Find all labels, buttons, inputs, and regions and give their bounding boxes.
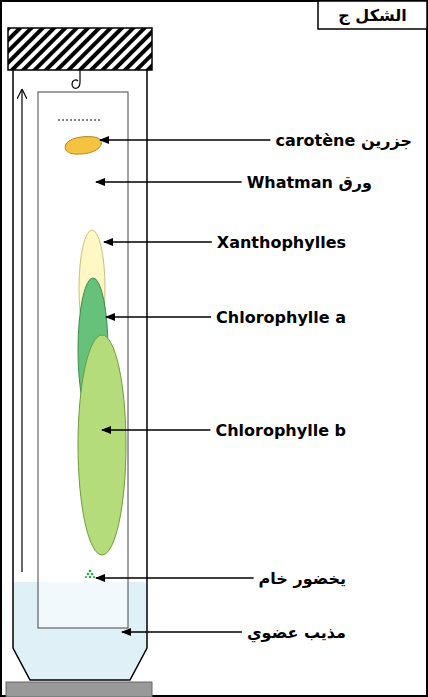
whatman-paper [38,92,128,628]
tube-stand [6,682,152,697]
pigment-label: جزرين carotène [275,131,412,150]
pigment-label: يخضور خام [259,569,346,588]
chlorophyll-b-band [78,335,126,555]
stopper [8,28,152,70]
pigment-label: مذيب عضوي [247,623,346,642]
leader-line [100,139,270,140]
leader-line [122,631,242,632]
crude-chlorophyll-spot [85,570,95,579]
leader-line [102,429,210,430]
pigment-label: Chlorophylle a [216,308,346,327]
pigment-label: Xanthophylles [217,233,346,252]
migration-arrow [21,90,22,572]
pigment-label: Chlorophylle b [215,421,346,440]
pigment-label: ورق Whatman [247,173,372,192]
title-box [318,1,427,29]
carotene-spot [65,137,101,155]
hook [72,70,80,88]
leader-line [96,181,242,182]
test-tube [13,40,147,680]
solvent-front [58,120,102,121]
leader-line [106,316,211,317]
leader-line [96,577,254,578]
figure-title: الشكل ج [338,6,406,25]
leader-line [104,241,212,242]
